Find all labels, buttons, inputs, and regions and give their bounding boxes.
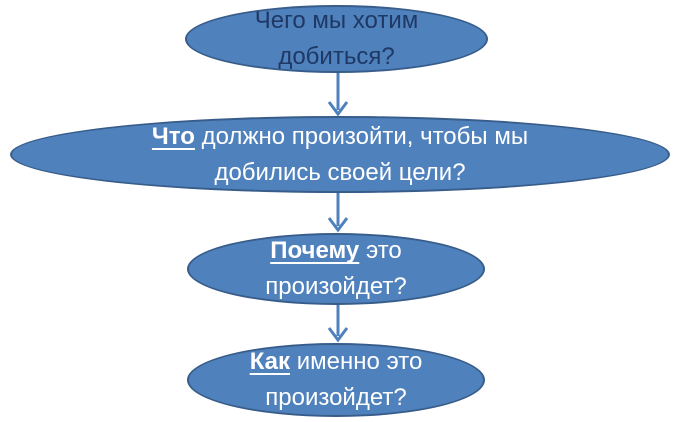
node-what-label: должно произойти, чтобы мы добились свое…: [201, 122, 529, 186]
node-why-label: это произойдет?: [265, 237, 407, 300]
node-ellipse-goal: Чего мы хотим добиться?: [185, 5, 488, 73]
arrow-down-connector-3: [326, 304, 350, 344]
node-why-lead-word: Почему: [270, 237, 360, 265]
arrow-down-connector-1: [326, 72, 350, 118]
node-what-lead-word: Что: [151, 122, 195, 150]
node-goal-label: Чего мы хотим добиться?: [254, 7, 419, 70]
node-how-label: именно это произойдет?: [265, 348, 423, 411]
node-how-lead-word: Как: [249, 348, 290, 376]
node-goal-text: Чего мы хотим добиться?: [217, 3, 457, 74]
arrow-down-icon: [327, 192, 349, 233]
arrow-down-icon: [327, 304, 349, 343]
arrow-down-icon: [327, 72, 349, 117]
arrow-down-connector-2: [326, 192, 350, 234]
